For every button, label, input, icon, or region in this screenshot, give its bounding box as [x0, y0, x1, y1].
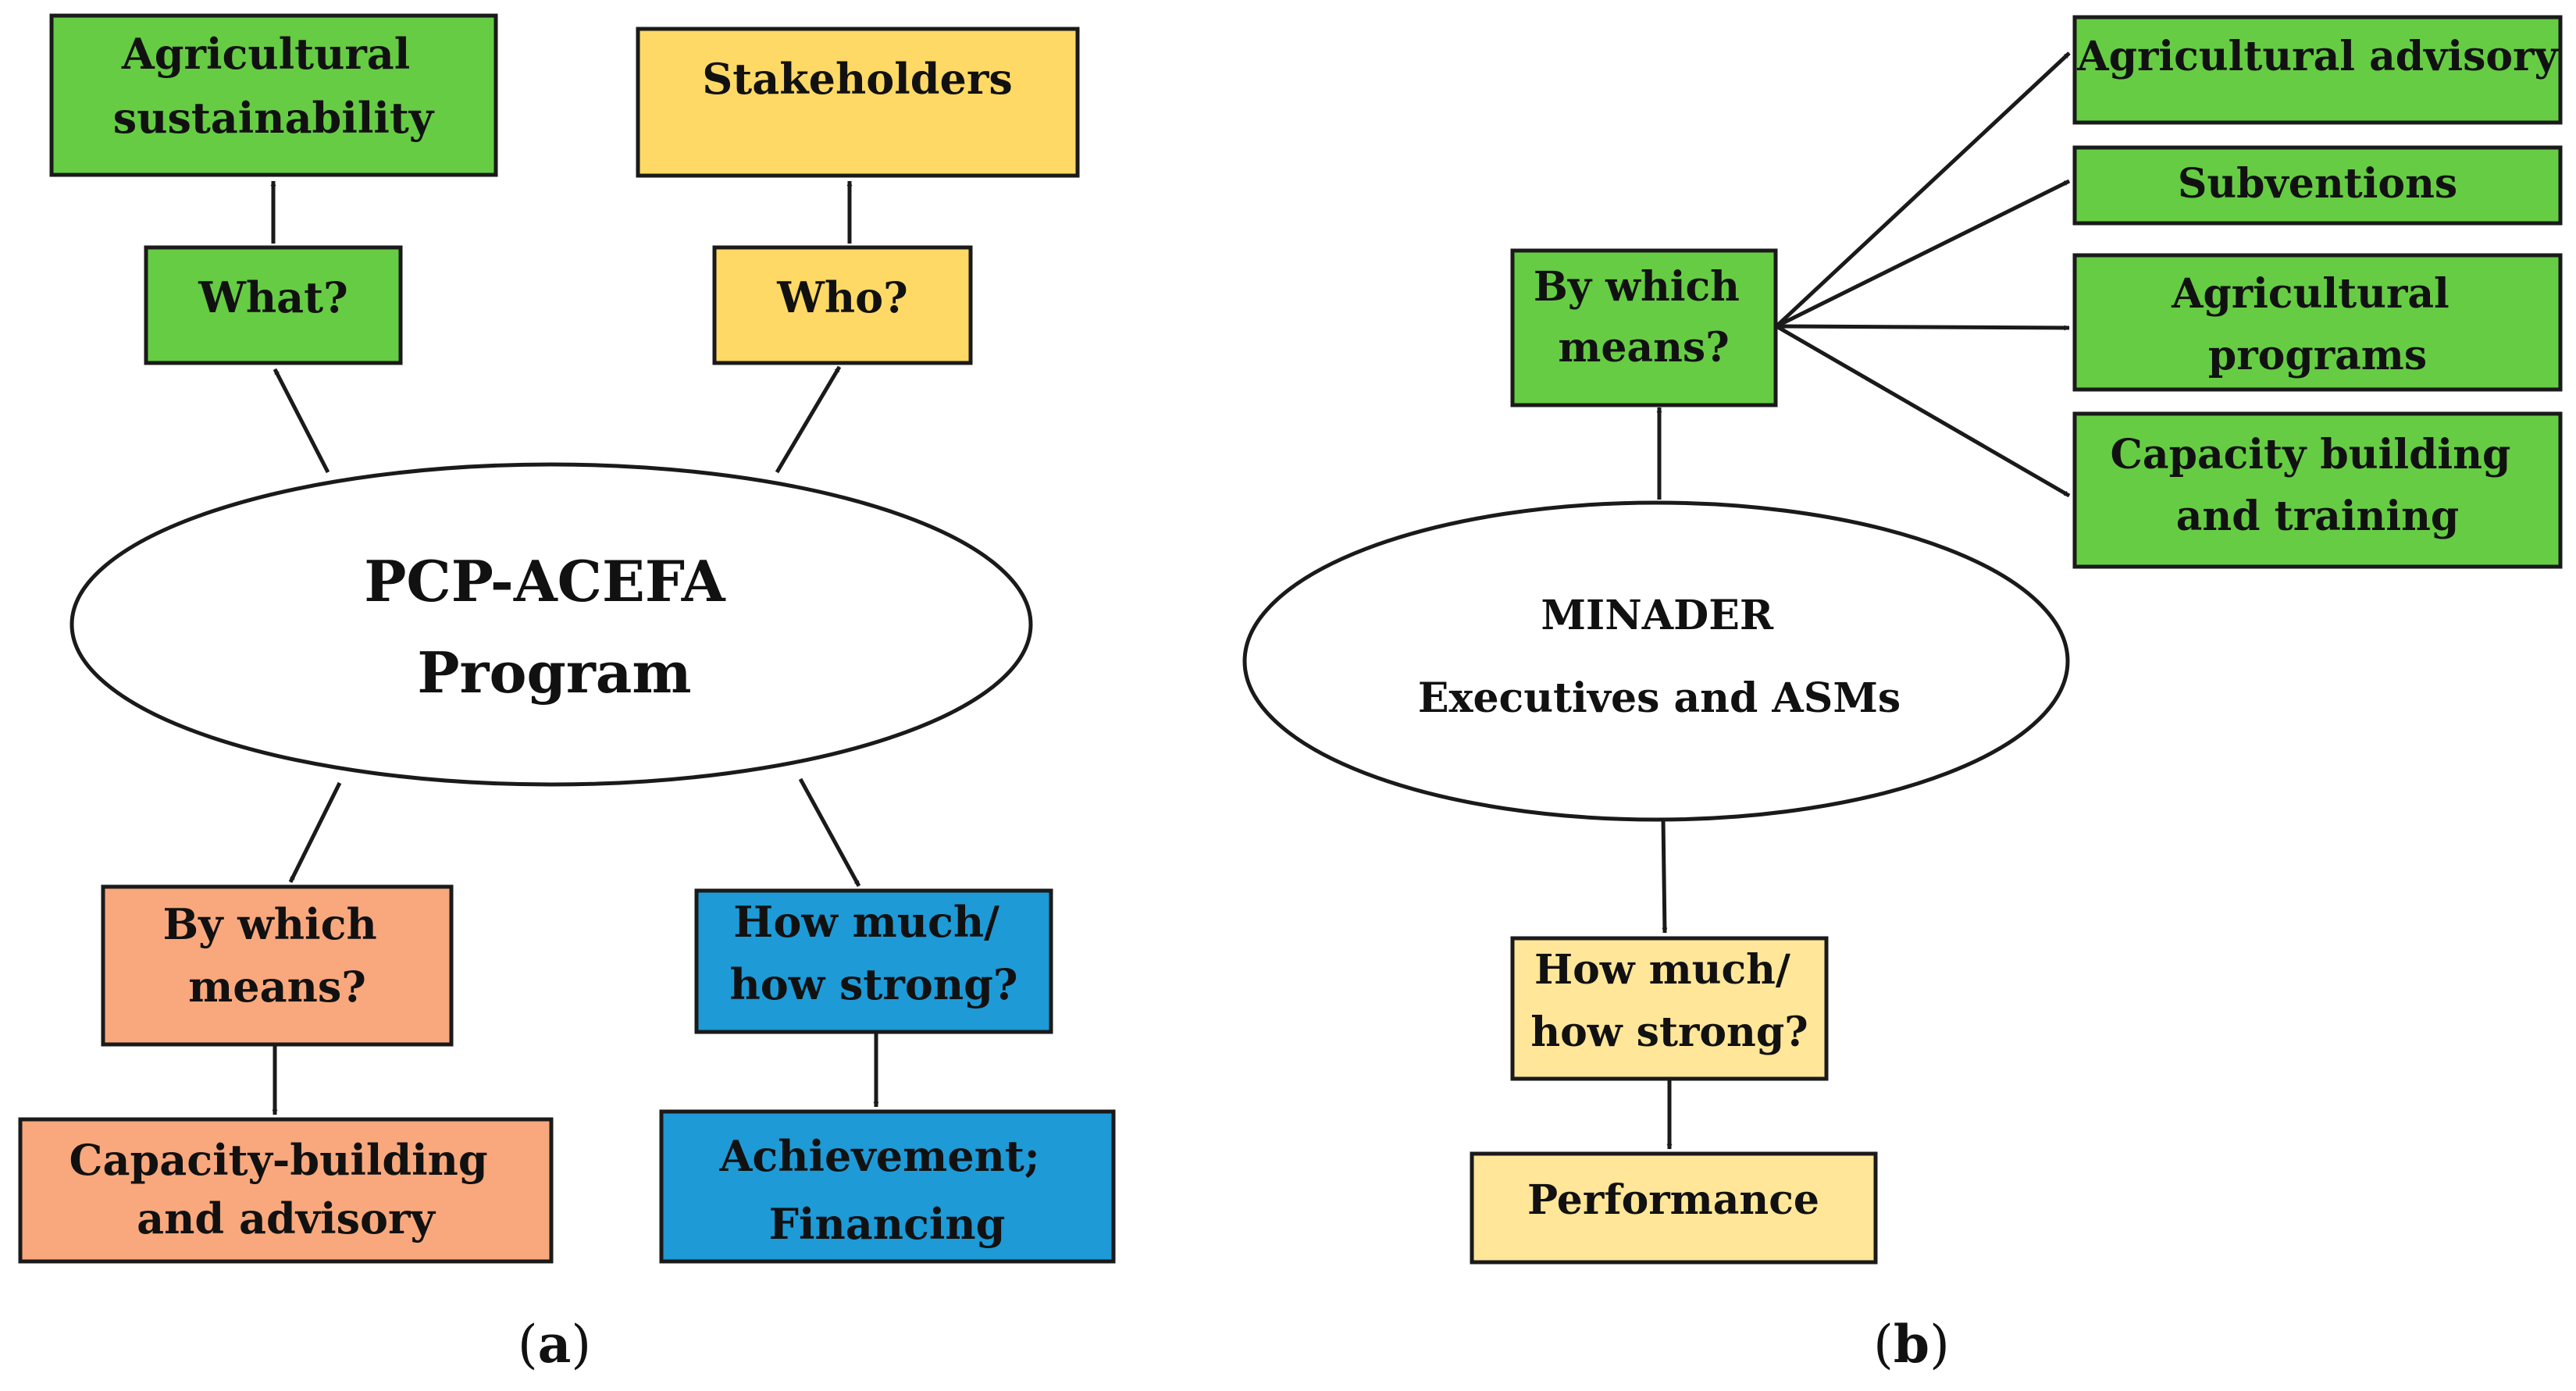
box-agricultural-advisory: Agricultural advisory	[2072, 15, 2563, 125]
panel-b: Agricultural advisory Subventions Agricu…	[1242, 15, 2563, 1375]
capacity-training-line-2: and training	[2176, 493, 2460, 540]
ellipse-pcp-acefa: PCP-ACEFA Program	[69, 462, 1033, 787]
svg-text:PCP-ACEFA Program: PCP-ACEFA Program	[364, 548, 744, 706]
box-means-a: By which means?	[101, 884, 454, 1047]
arrow-ellipse-to-howmuch	[798, 777, 861, 888]
who-label: Who?	[776, 272, 908, 322]
caption-a-open: (	[518, 1315, 538, 1375]
caption-a-close: )	[571, 1315, 591, 1375]
agricultural-programs-line-1: Agricultural	[2171, 270, 2450, 318]
box-how-much-b: How much/ how strong?	[1510, 936, 1829, 1081]
arrow-means-to-capacity-training	[1775, 324, 2071, 498]
caption-b: (b)	[1873, 1314, 1950, 1375]
box-means-b: By which means?	[1510, 248, 1778, 407]
box-stakeholders: Stakeholders	[636, 27, 1080, 178]
agricultural-advisory-label: Agricultural advisory	[2076, 33, 2559, 80]
svg-text:MINADER Executives and: MINADER Executives and ASMs	[1418, 592, 1901, 722]
svg-text:Agricultural advisory: Agricultural advisory	[2076, 33, 2559, 80]
svg-text:Who?: Who?	[776, 272, 908, 322]
svg-text:By which means?: By which means?	[1534, 263, 1754, 372]
box-performance: Performance	[1470, 1151, 1878, 1265]
panel-a-arrows	[270, 180, 879, 1115]
capacity-training-line-1: Capacity building	[2111, 431, 2511, 478]
svg-text:Achievement; Financing: Achievement; Financing	[718, 1131, 1054, 1249]
capacity-advisory-line-2: and advisory	[137, 1194, 436, 1243]
svg-text:(b): (b)	[1873, 1314, 1950, 1375]
box-capacity-advisory: Capacity-building and advisory	[18, 1117, 554, 1264]
panel-b-arrows	[1656, 52, 2071, 1150]
caption-b-letter: b	[1894, 1314, 1929, 1375]
svg-text:By which means?: By which means?	[162, 899, 391, 1012]
arrow-means-to-subventions	[1775, 179, 2071, 329]
stakeholders-label: Stakeholders	[702, 54, 1012, 104]
minader-subtitle: Executives and ASMs	[1418, 674, 1901, 722]
svg-text:Subventions: Subventions	[2178, 160, 2457, 208]
box-achievement: Achievement; Financing	[659, 1109, 1116, 1264]
agricultural-sustainability-line-2: sustainability	[113, 93, 435, 143]
capacity-advisory-line-1: Capacity-building	[69, 1135, 488, 1185]
box-how-much-a: How much/ how strong?	[694, 888, 1053, 1034]
caption-a-letter: a	[538, 1314, 572, 1375]
how-much-b-line-1: How much/	[1534, 946, 1790, 994]
box-agricultural-sustainability: Agricultural sustainability	[49, 13, 498, 177]
agricultural-sustainability-line-1: Agricultural	[121, 29, 410, 79]
svg-text:Agricultural sustainab: Agricultural sustainability	[113, 29, 435, 143]
box-what: What?	[144, 245, 403, 365]
arrow-ellipse-to-who	[775, 365, 842, 474]
minader-title: MINADER	[1541, 592, 1773, 639]
svg-text:Agricultural programs: Agricultural programs	[2171, 270, 2464, 379]
how-much-a-line-1: How much/	[733, 897, 999, 947]
achievement-line-1: Achievement;	[718, 1131, 1039, 1181]
how-much-b-line-2: how strong?	[1530, 1009, 1808, 1056]
box-subventions: Subventions	[2072, 145, 2563, 226]
box-capacity-training: Capacity building and training	[2072, 411, 2563, 569]
box-who: Who?	[712, 245, 973, 365]
pcp-acefa-title: PCP-ACEFA	[364, 548, 725, 614]
what-label: What?	[198, 272, 347, 322]
means-b-line-1: By which	[1534, 263, 1740, 311]
svg-text:Capacity building and: Capacity building and training	[2111, 431, 2525, 540]
caption-b-close: )	[1929, 1315, 1950, 1375]
how-much-a-line-2: how strong?	[729, 959, 1017, 1009]
svg-text:Capacity-building and: Capacity-building and advisory	[69, 1135, 503, 1243]
svg-text:Stakeholders: Stakeholders	[702, 54, 1012, 104]
ellipse-minader: MINADER Executives and ASMs	[1242, 500, 2070, 822]
svg-text:Performance: Performance	[1527, 1176, 1819, 1224]
panel-a: Agricultural sustainability What? Stakeh…	[18, 13, 1116, 1375]
arrow-ellipse-to-means	[288, 781, 342, 884]
arrow-ellipse-to-what	[273, 368, 330, 474]
pcp-acefa-subtitle: Program	[417, 639, 691, 706]
arrow-means-to-advisory	[1775, 52, 2071, 328]
box-agricultural-programs: Agricultural programs	[2072, 253, 2563, 392]
caption-b-open: (	[1873, 1315, 1894, 1375]
svg-text:(a): (a)	[518, 1314, 591, 1375]
achievement-line-2: Financing	[769, 1199, 1006, 1249]
performance-label: Performance	[1527, 1176, 1819, 1224]
arrow-minader-to-howmuch	[1661, 819, 1668, 934]
svg-text:How much/ how strong?: How much/ how strong?	[1530, 946, 1808, 1056]
agricultural-programs-line-2: programs	[2208, 332, 2427, 379]
svg-text:How much/ how strong?: How much/ how strong?	[729, 897, 1017, 1009]
svg-text:What?: What?	[198, 272, 347, 322]
means-a-line-2: means?	[188, 962, 366, 1012]
subventions-label: Subventions	[2178, 160, 2457, 208]
means-b-line-2: means?	[1558, 324, 1729, 372]
arrow-means-to-programs	[1776, 324, 2070, 331]
caption-a: (a)	[518, 1314, 591, 1375]
means-a-line-1: By which	[162, 899, 376, 949]
